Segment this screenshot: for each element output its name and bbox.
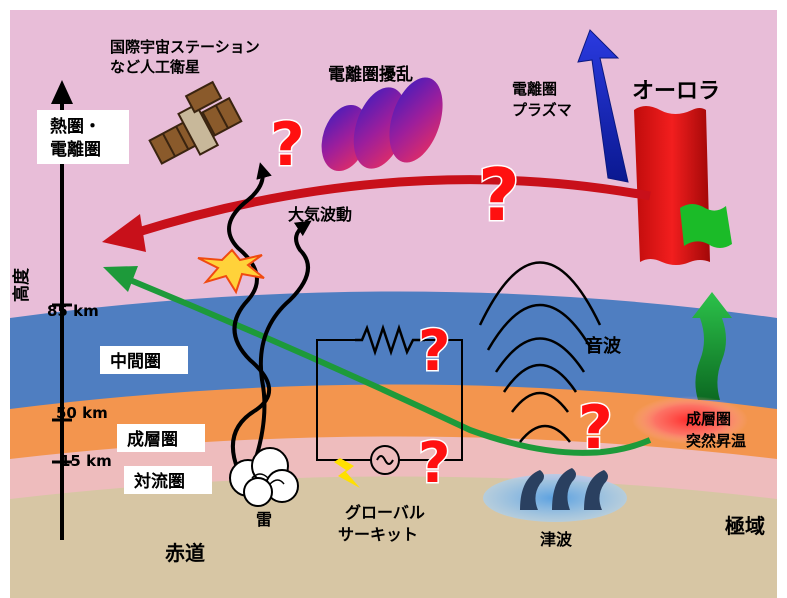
atmospheric-wave-2 xyxy=(250,220,312,471)
aurora-green-curtain xyxy=(680,204,732,248)
sound-arc-3 xyxy=(494,337,586,373)
question-mark-3: ? xyxy=(418,319,450,384)
thunder-label: 雷 xyxy=(256,510,272,529)
explosion-icon xyxy=(197,248,265,295)
question-mark-1: ? xyxy=(270,110,305,180)
iss-label-line1: 国際宇宙ステーション xyxy=(110,38,260,56)
plasma-label-line1: 電離圏 xyxy=(512,80,557,98)
sound-arc-4 xyxy=(502,363,578,393)
sound-waves-label: 音波 xyxy=(585,335,622,357)
alt-50km-label: 50 km xyxy=(56,404,108,422)
sound-arc-6 xyxy=(519,424,571,443)
atmospheric-wave-1 xyxy=(227,162,272,471)
plasma-label-line2: プラズマ xyxy=(512,101,572,119)
ionospheric-disturbance-label: 電離圏擾乱 xyxy=(328,64,413,85)
sound-arc-1 xyxy=(478,261,602,326)
question-mark-4: ? xyxy=(418,431,450,496)
ssw-label-line1: 成層圏 xyxy=(686,410,731,428)
stratosphere-label-box xyxy=(117,424,205,452)
question-mark-5: ? xyxy=(578,393,613,463)
thermosphere-circulation-arrow xyxy=(133,175,651,238)
altitude-label: 高度 xyxy=(11,267,32,302)
mesosphere-label: 中間圏 xyxy=(110,351,161,372)
thermosphere-label-line2: 電離圏 xyxy=(50,139,101,160)
polar-region-label: 極域 xyxy=(724,514,765,538)
mesosphere-label-box xyxy=(100,346,188,374)
satellite-icon xyxy=(148,80,243,165)
resistor-icon xyxy=(355,324,425,356)
sound-arc-5 xyxy=(510,391,570,413)
global-circuit-label-line1: グローバル xyxy=(345,503,425,522)
thermosphere-label-line1: 熱圏・ xyxy=(50,116,101,137)
polar-upward-arrow xyxy=(692,292,732,400)
thermosphere-label-box xyxy=(37,110,129,164)
global-circuit-label-line2: サーキット xyxy=(338,525,418,544)
atmospheric-waves-label: 大気波動 xyxy=(288,205,352,224)
disturbance-blob-3 xyxy=(389,77,443,163)
lightning-icon xyxy=(334,458,360,488)
ac-wave-symbol xyxy=(376,455,394,465)
altitude-axis-arrowhead xyxy=(51,80,73,104)
ssw-glow xyxy=(632,396,748,444)
tsunami-label: 津波 xyxy=(540,530,573,549)
iss-label-line2: など人工衛星 xyxy=(110,58,200,76)
plasma-arrow xyxy=(577,29,629,183)
tsunami-wave-1 xyxy=(520,470,544,510)
thundercloud-icon xyxy=(229,447,299,507)
troposphere-label-box xyxy=(124,466,212,494)
aurora-label: オーロラ xyxy=(632,79,720,104)
ssw-label-line2: 突然昇温 xyxy=(686,432,746,450)
alt-15km-label: 15 km xyxy=(60,452,112,470)
troposphere-label: 対流圏 xyxy=(133,471,185,492)
question-mark-2: ? xyxy=(478,153,520,237)
tsunami-wave-3 xyxy=(584,470,608,510)
tsunami-wave-2 xyxy=(552,468,576,510)
equator-label: 赤道 xyxy=(165,541,205,565)
stratosphere-label: 成層圏 xyxy=(127,429,178,450)
meridional-arrowhead xyxy=(103,266,138,292)
alt-85km-label: 85 km xyxy=(47,302,99,320)
meridional-circulation-arrow xyxy=(128,277,652,456)
sound-arc-2 xyxy=(486,303,594,351)
thermosphere-arrowhead xyxy=(102,214,146,252)
